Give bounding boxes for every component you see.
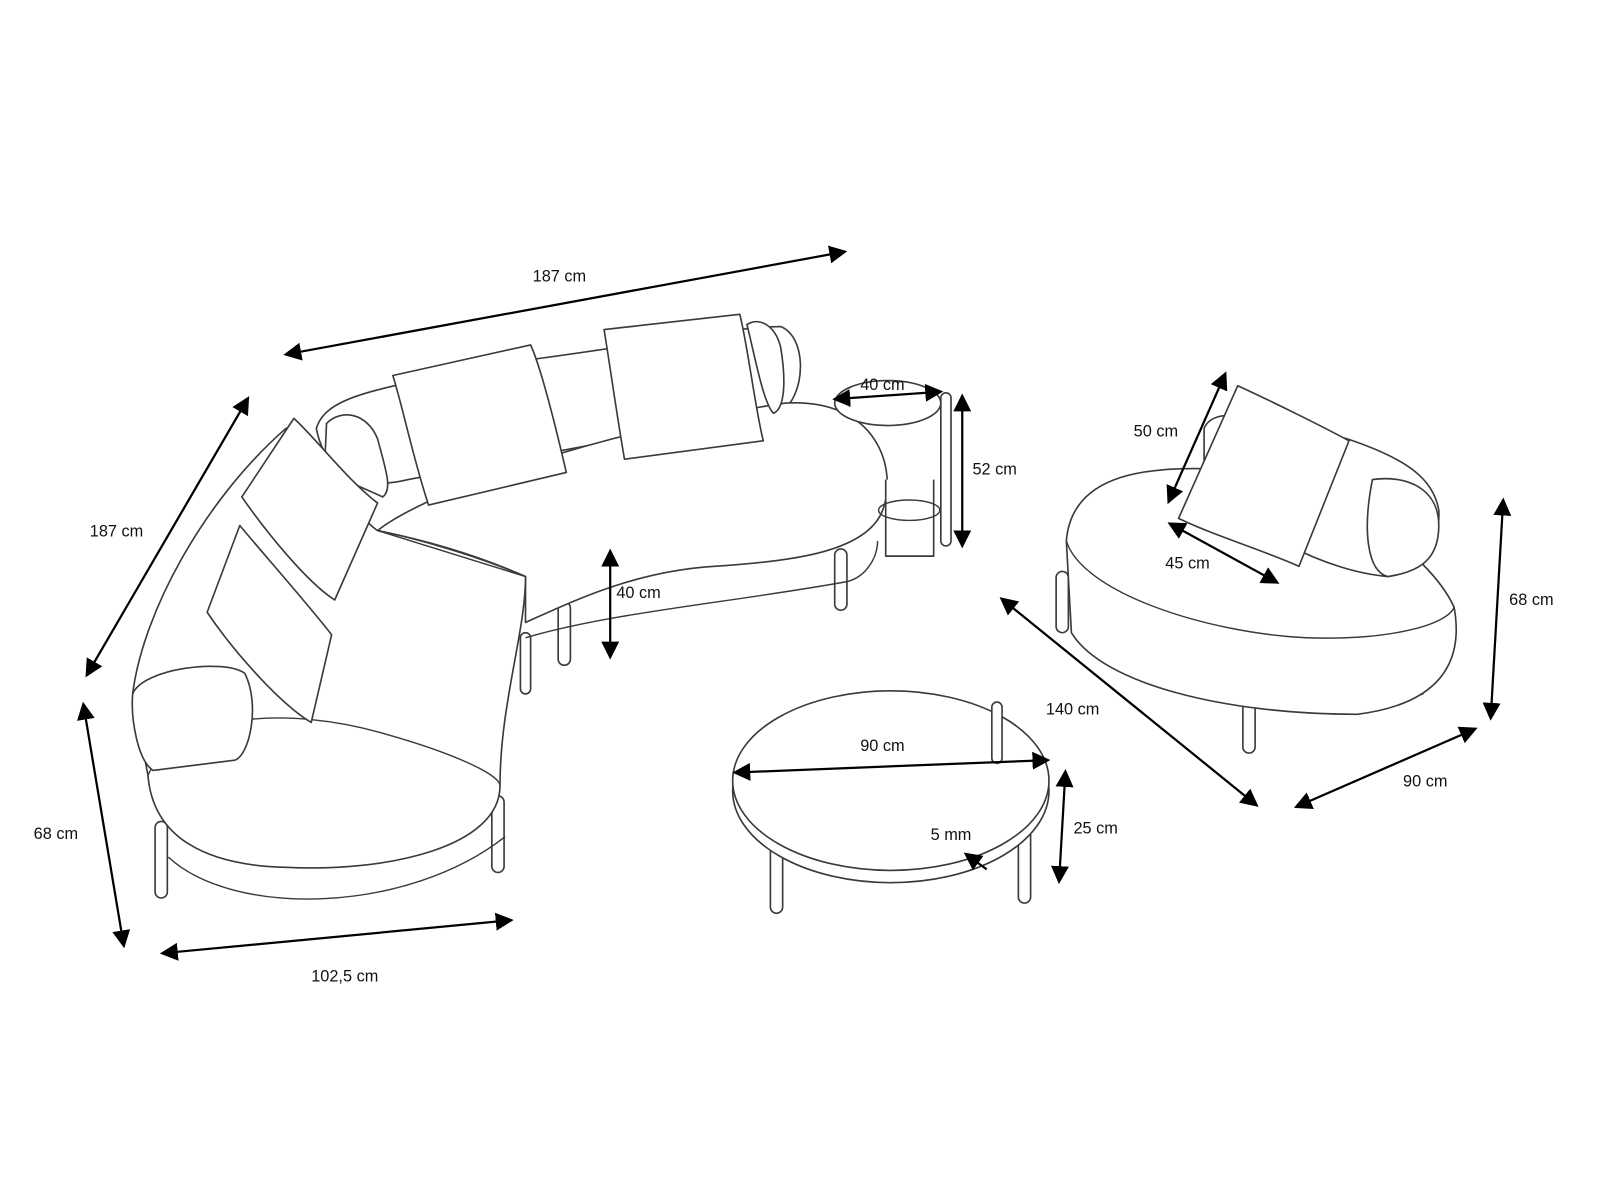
side-table-diameter-label: 40 cm: [860, 376, 904, 394]
armchair-cushion-width-label: 45 cm: [1165, 554, 1209, 572]
sofa-chaise-width-label: 102,5 cm: [311, 968, 378, 986]
sofa-height-label: 68 cm: [34, 825, 78, 843]
side-table-height-label: 52 cm: [972, 460, 1016, 478]
sofa-side-depth-label: 187 cm: [90, 523, 143, 541]
coffee-table-edge-label: 5 mm: [931, 826, 972, 844]
coffee-table-height-label: 25 cm: [1073, 820, 1117, 838]
armchair-length-label: 140 cm: [1046, 700, 1100, 718]
sofa-seat-height-label: 40 cm: [616, 584, 660, 602]
coffee-table: [731, 690, 1050, 915]
armchair-height-label: 68 cm: [1509, 591, 1553, 609]
dimension-lines: [77, 245, 1512, 961]
armchair-cushion-height-label: 50 cm: [1134, 423, 1178, 441]
armchair-depth-label: 90 cm: [1403, 773, 1447, 791]
armchair: [1055, 384, 1458, 754]
sofa-back-width-label: 187 cm: [533, 268, 587, 286]
coffee-table-diameter-label: 90 cm: [860, 737, 904, 755]
